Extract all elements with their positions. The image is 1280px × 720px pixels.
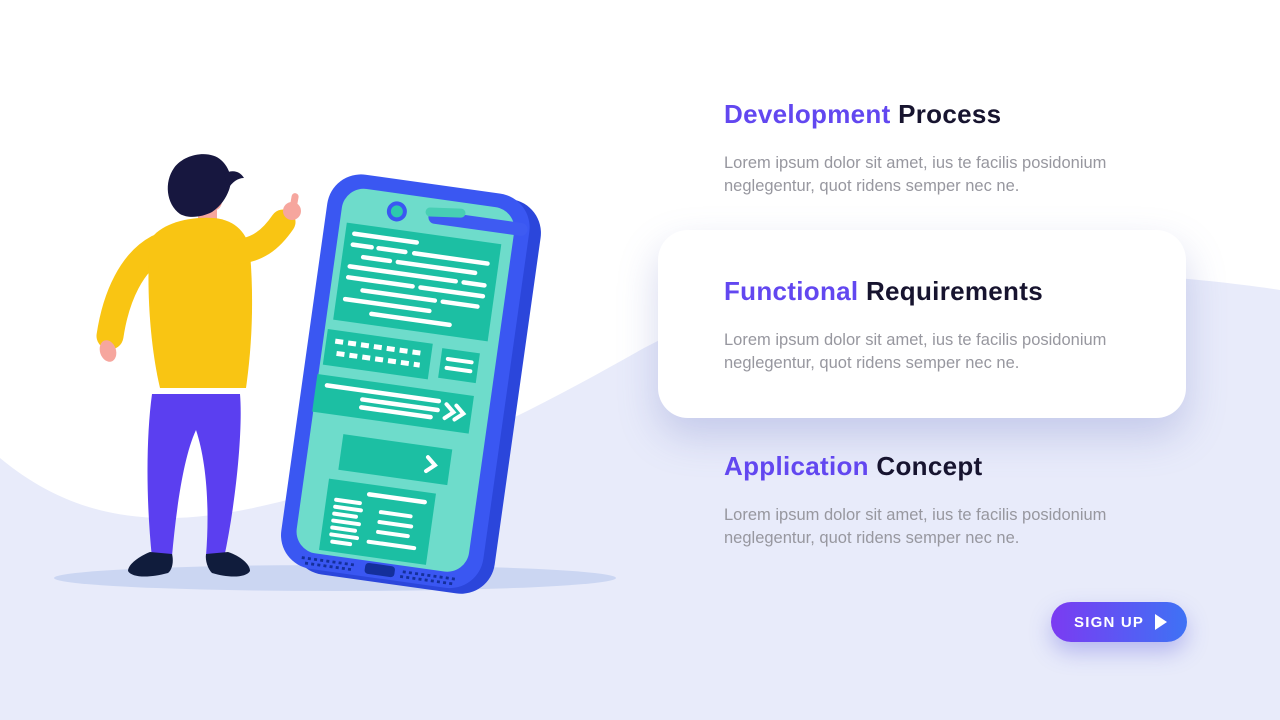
wireframe-paragraph-block — [333, 222, 502, 342]
card-functional-requirements: Functional Requirements Lorem ipsum dolo… — [658, 230, 1186, 418]
phone-camera-dot — [386, 201, 407, 222]
illustration — [54, 154, 616, 594]
section-title-accent: Application — [724, 451, 869, 481]
phone-speaker-grille — [301, 556, 457, 586]
phone-charging-port — [364, 562, 395, 578]
person-illustration — [96, 154, 301, 577]
section-title: Application Concept — [724, 451, 1164, 482]
section-title: Development Process — [724, 99, 1164, 130]
person-left-shoe — [128, 552, 173, 577]
chevron-right-icon — [424, 455, 438, 474]
person-right-arm — [217, 209, 296, 265]
section-title-rest: Process — [898, 99, 1002, 129]
section-body: Lorem ipsum dolor sit amet, ius te facil… — [724, 506, 1107, 548]
section-application: Application Concept Lorem ipsum dolor si… — [724, 451, 1164, 551]
phone-speaker-highlight — [425, 207, 466, 218]
person-pants — [147, 394, 241, 558]
section-title-accent: Development — [724, 99, 891, 129]
wireframe-banner-block — [312, 373, 474, 434]
wireframe-list-block — [319, 478, 436, 565]
section-title-rest: Concept — [876, 451, 983, 481]
wireframe-button-block — [338, 434, 453, 486]
section-body: Lorem ipsum dolor sit amet, ius te facil… — [724, 154, 1107, 196]
person-hair — [167, 154, 231, 217]
play-icon — [1155, 614, 1168, 630]
person-left-hand — [99, 340, 117, 362]
section-title-rest: Requirements — [865, 276, 1043, 306]
person-right-shoe — [205, 552, 250, 577]
section-development: Development Process Lorem ipsum dolor si… — [724, 99, 1164, 199]
section-functional: Functional Requirements Lorem ipsum dolo… — [724, 276, 1164, 376]
wireframe-keyboard-block — [322, 328, 480, 384]
smartphone-illustration — [281, 174, 541, 594]
person-hair-flick — [224, 171, 244, 189]
sign-up-label: SIGN UP — [1074, 613, 1145, 631]
double-chevron-icon — [442, 402, 467, 422]
section-title: Functional Requirements — [724, 276, 1164, 307]
person-right-finger — [289, 193, 299, 211]
section-title-accent: Functional — [724, 276, 859, 306]
section-body: Lorem ipsum dolor sit amet, ius te facil… — [724, 331, 1107, 373]
sign-up-button[interactable]: SIGN UP — [1051, 602, 1188, 642]
